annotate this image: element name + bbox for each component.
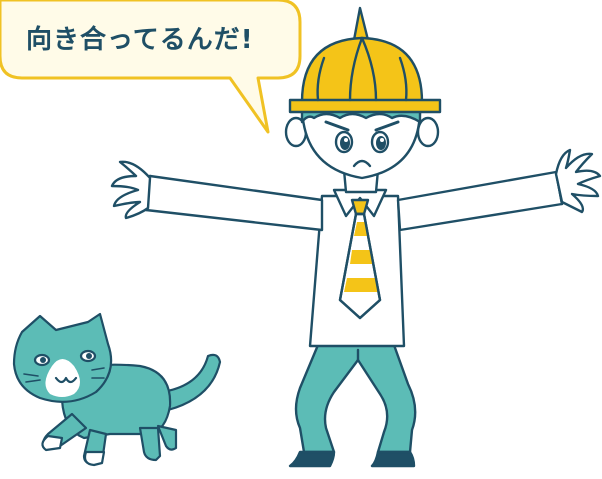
striped-tie xyxy=(338,198,382,320)
speech-bubble-shape xyxy=(0,0,302,134)
cat-eyes xyxy=(33,349,97,367)
worker-figure xyxy=(110,6,602,468)
cat-paws xyxy=(41,434,106,467)
right-hand xyxy=(554,148,602,214)
cat-whiskers xyxy=(23,367,105,383)
left-arm xyxy=(144,174,324,232)
left-eyebrow xyxy=(324,120,350,132)
left-hand xyxy=(110,160,152,220)
cat-face-patch xyxy=(45,359,80,397)
shoes xyxy=(288,450,416,468)
cat-figure xyxy=(12,312,222,467)
cat-tail xyxy=(160,353,222,412)
right-arm xyxy=(396,170,564,232)
eyes xyxy=(334,130,390,154)
speech-bubble-text: 向き合ってるんだ! xyxy=(26,24,254,55)
pants xyxy=(294,343,417,454)
mouth xyxy=(352,159,372,168)
right-eyebrow xyxy=(374,120,400,132)
speech-bubble: 向き合ってるんだ! xyxy=(0,0,302,134)
cat-mouth xyxy=(54,376,78,384)
hard-hat-icon xyxy=(288,6,442,114)
